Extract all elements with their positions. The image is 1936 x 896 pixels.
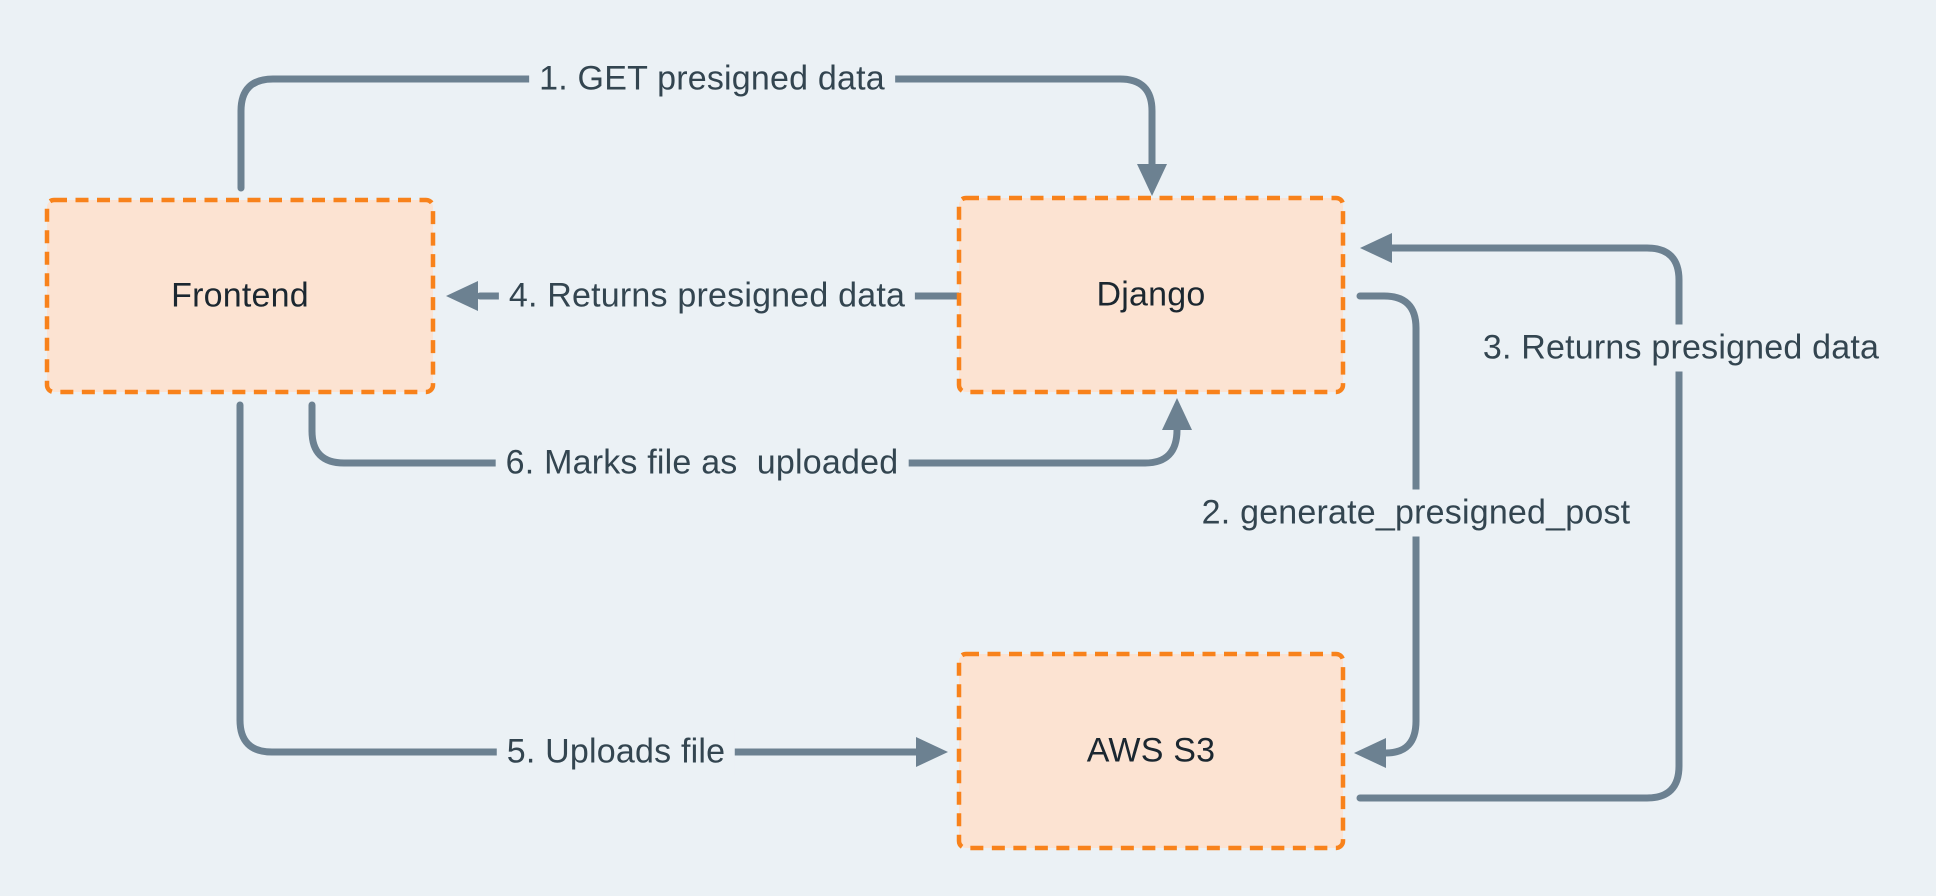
edge-1-label: 1. GET presigned data <box>529 55 895 103</box>
edge-6-line <box>308 401 1181 467</box>
edge-2-arrowhead-icon <box>1354 738 1386 768</box>
node-django-box <box>956 195 1346 395</box>
edge-3-arrowhead-icon <box>1360 233 1392 263</box>
edge-5-arrowhead-icon <box>916 737 948 767</box>
edge-3-label: 3. Returns presigned data <box>1472 324 1890 372</box>
edge-4-label: 4. Returns presigned data <box>498 272 916 320</box>
edge-4-arrowhead-icon <box>446 281 478 311</box>
edge-3-line <box>1356 244 1683 802</box>
node-frontend-box <box>44 197 436 395</box>
edge-2-label: 2. generate_presigned_post <box>1191 489 1641 537</box>
edge-2-line <box>1356 292 1420 757</box>
edge-1-arrowhead-icon <box>1137 164 1167 196</box>
node-aws-s3-box <box>956 651 1346 851</box>
node-django-label: Django <box>1096 275 1206 314</box>
edge-6-arrowhead-icon <box>1162 398 1192 430</box>
node-frontend-label: Frontend <box>171 276 309 315</box>
node-aws-s3-label: AWS S3 <box>1086 731 1216 770</box>
edge-5-label: 5. Uploads file <box>496 728 736 776</box>
edge-5-line <box>236 401 920 756</box>
edge-6-label: 6. Marks file as uploaded <box>495 439 909 487</box>
